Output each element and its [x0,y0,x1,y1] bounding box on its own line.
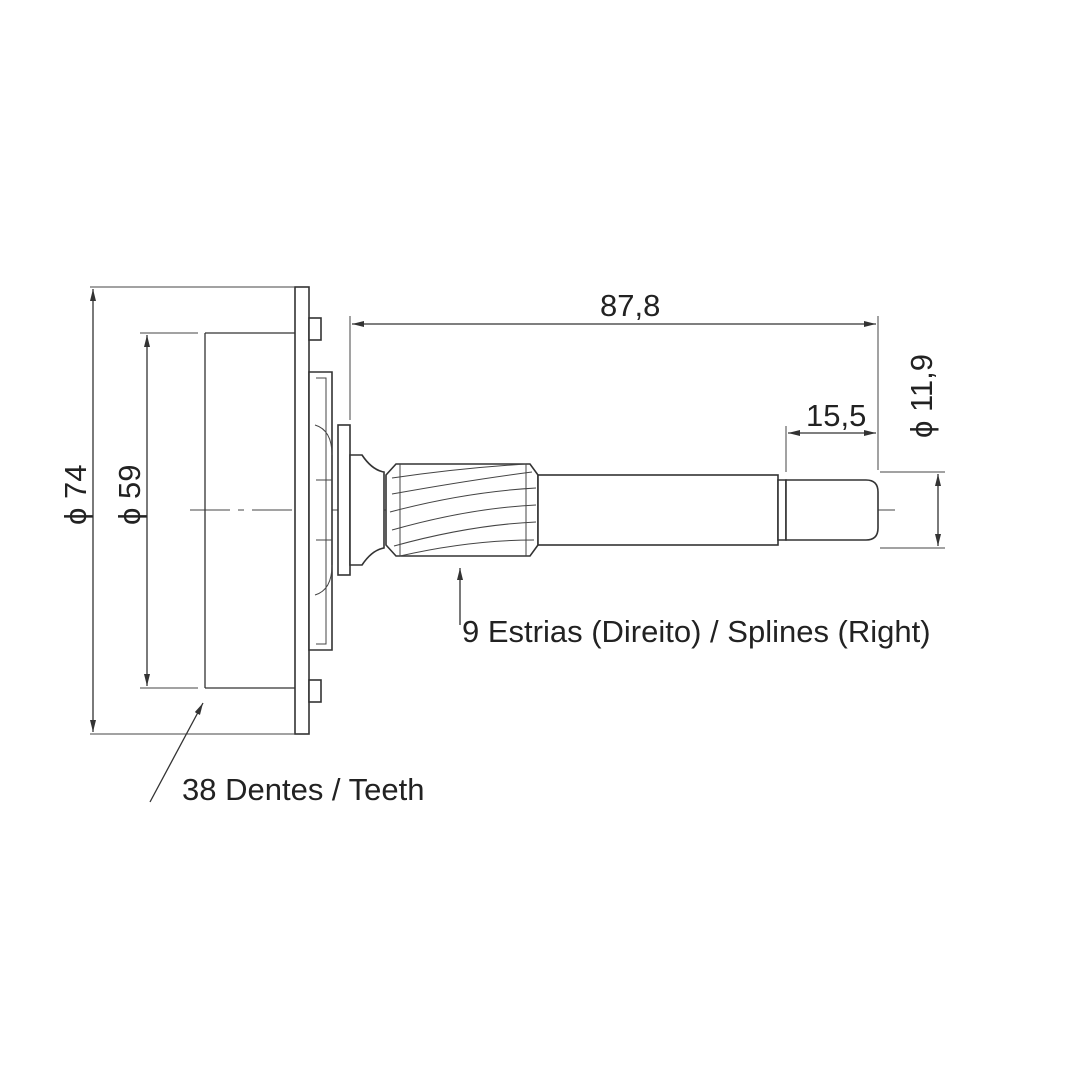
teeth-note: 38 Dentes / Teeth [182,772,424,807]
dimension-end-length: 15,5 [785,398,876,472]
shaft [537,474,879,546]
splines-leader: 9 Estrias (Direito) / Splines (Right) [457,568,931,649]
teeth-leader: 38 Dentes / Teeth [149,702,424,807]
end-length-label: 15,5 [806,398,866,433]
shaft-diameter-label: ϕ 11,9 [904,354,939,438]
dimension-shaft-diameter: ϕ 11,9 [880,354,945,549]
dimension-overall-length: 87,8 [349,288,879,470]
ring-diameter-label: ϕ 59 [112,465,147,525]
dimension-ring-diameter: ϕ 59 [112,332,198,689]
overall-length-label: 87,8 [600,288,660,323]
dimension-outer-diameter: ϕ 74 [58,286,295,735]
outer-diameter-label: ϕ 74 [58,465,93,525]
ring-gear [204,286,385,735]
splines-note: 9 Estrias (Direito) / Splines (Right) [462,614,931,649]
pinion-gear [385,463,539,557]
